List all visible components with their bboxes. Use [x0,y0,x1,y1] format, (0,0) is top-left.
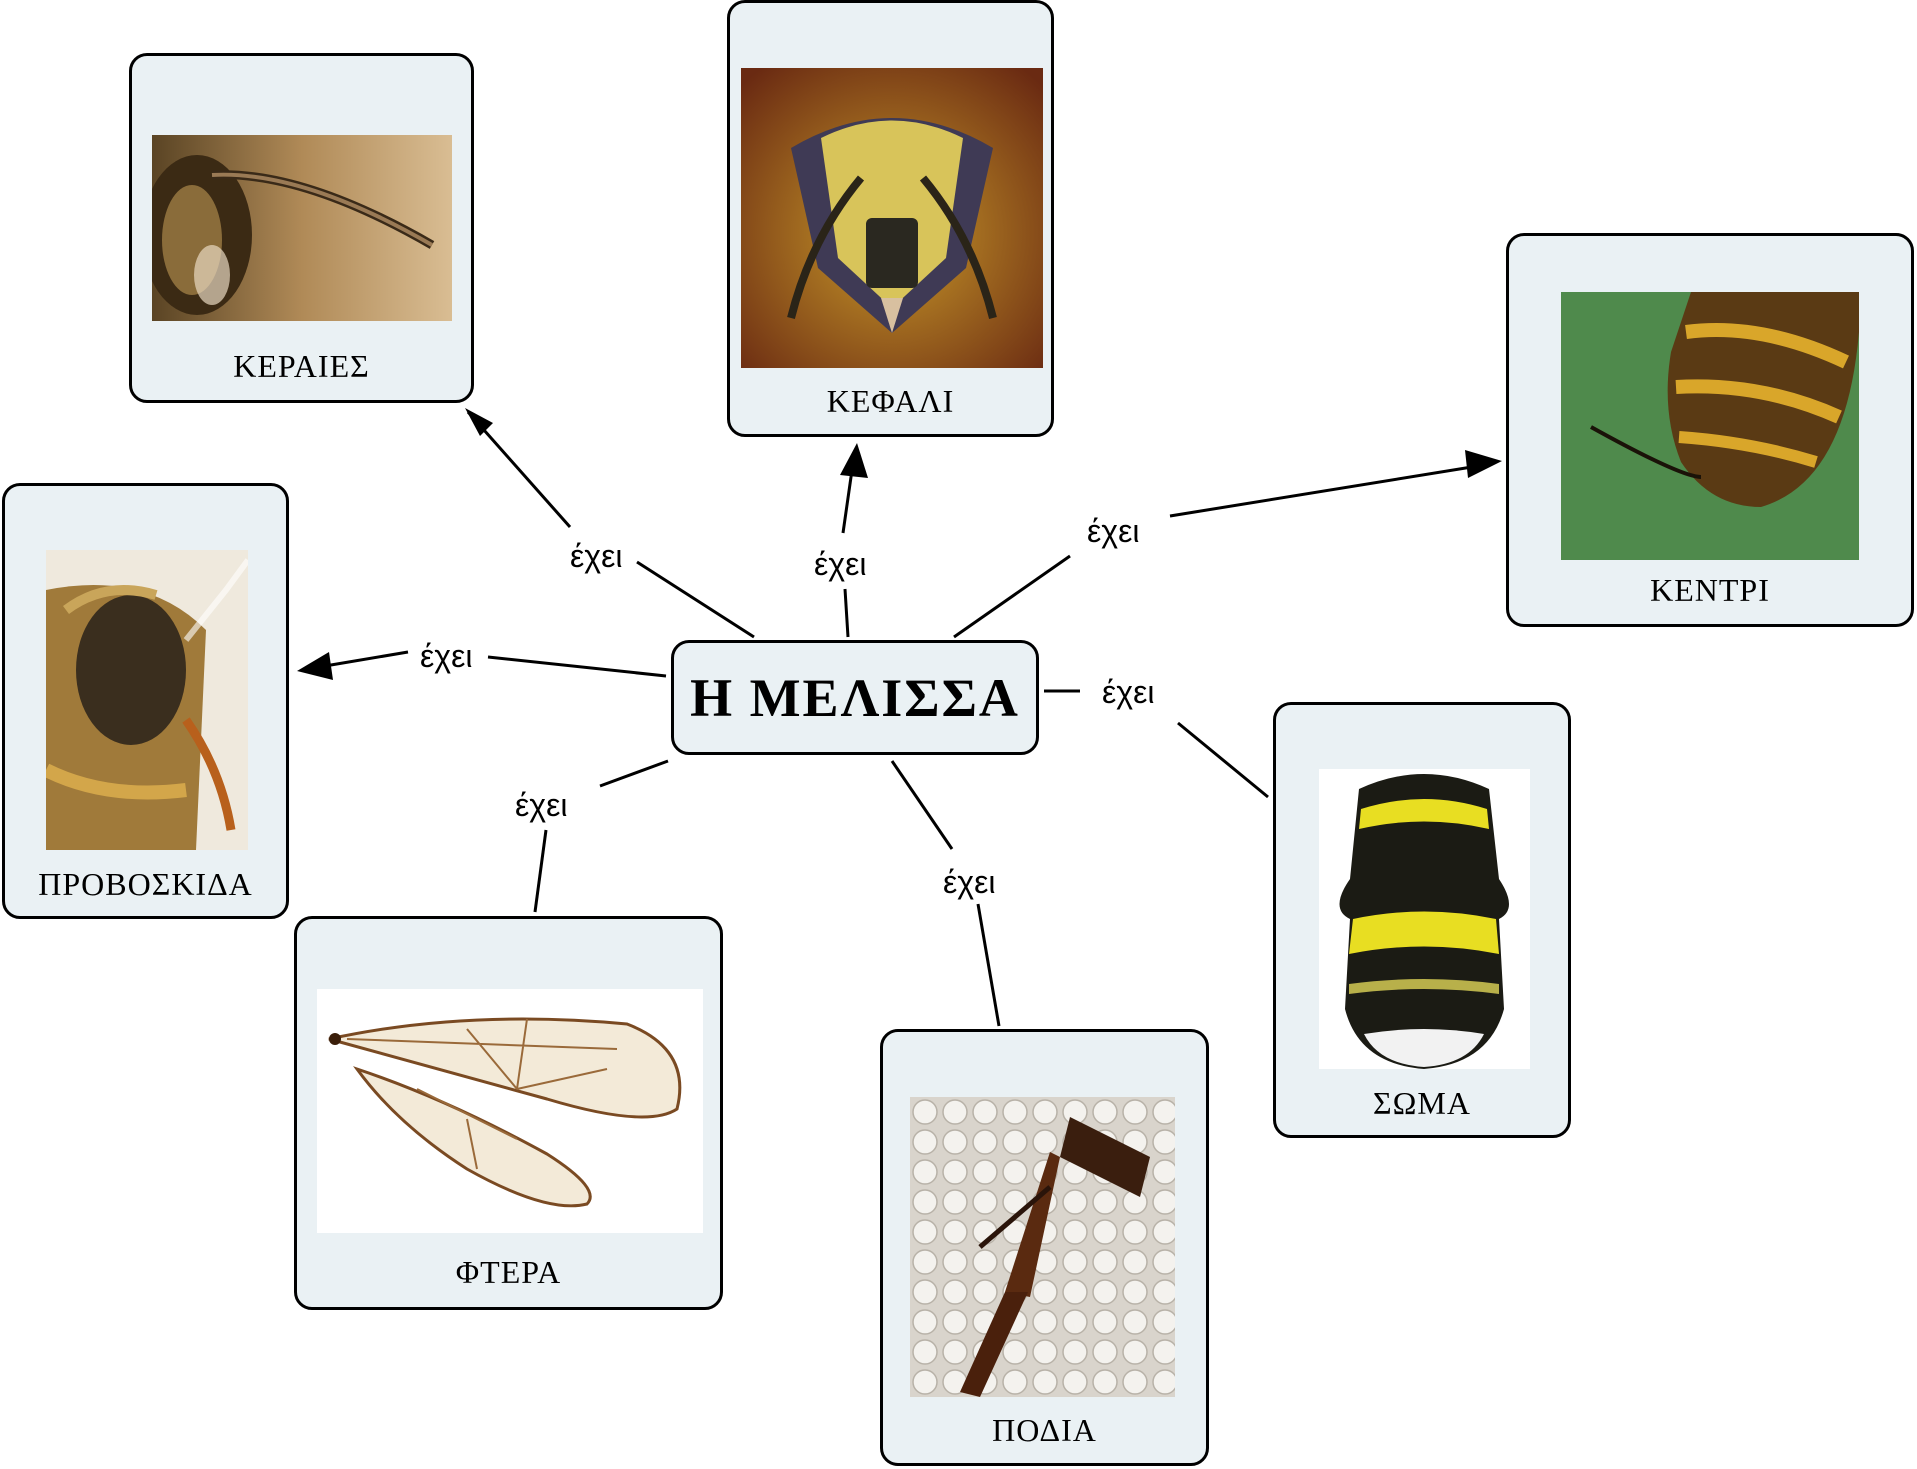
link-label-kentri: έχει [1085,513,1142,549]
edge-podia-b [976,903,1001,1027]
edge-ftera-b [533,829,548,913]
node-podia[interactable]: ΠΟΔΙΑ [880,1029,1209,1466]
edge-podia-a [890,760,954,850]
link-label-podia: έχει [941,864,998,900]
node-kentri[interactable]: ΚΕΝΤΡΙ [1506,233,1914,627]
link-label-proboskida: έχει [418,638,475,674]
link-label-keraies: έχει [568,538,625,574]
arrowhead-kefali [840,443,868,478]
link-label-soma: έχει [1100,674,1157,710]
arrowhead-kentri [1465,450,1502,478]
center-node-label: Η ΜΕΛΙΣΣΑ [690,667,1020,728]
node-soma[interactable]: ΣΩΜΑ [1273,702,1571,1138]
edge-kentri-a [953,554,1071,639]
node-proboskida-label: ΠΡΟΒΟΣΚΙΔΑ [38,866,253,902]
node-keraies[interactable]: ΚΕΡΑΙΕΣ [129,53,474,403]
edge-keraies-a [636,560,755,639]
proboscis-image [46,550,248,850]
head-image [741,68,1043,368]
node-kentri-label: ΚΕΝΤΡΙ [1650,572,1770,608]
antenna-image [152,135,452,321]
wings-image [317,989,703,1233]
node-keraies-label: ΚΕΡΑΙΕΣ [233,348,370,384]
leg-image [910,1097,1175,1397]
edge-kefali-b [841,469,854,534]
edge-kentri-b [1169,464,1479,518]
node-ftera-label: ΦΤΕΡΑ [455,1254,562,1290]
arrowhead-keraies [465,408,493,436]
link-label-ftera: έχει [513,787,570,823]
node-kefali[interactable]: ΚΕΦΑΛΙ [727,0,1054,437]
body-image [1319,769,1530,1069]
edge-ftera-a [599,759,669,788]
node-ftera[interactable]: ΦΤΕΡΑ [294,916,723,1310]
stinger-image [1561,292,1859,560]
link-label-kefali: έχει [812,546,869,582]
center-node[interactable]: Η ΜΕΛΙΣΣΑ [671,640,1039,755]
edge-kefali-a [843,588,850,638]
node-podia-label: ΠΟΔΙΑ [992,1412,1097,1448]
node-proboskida[interactable]: ΠΡΟΒΟΣΚΙΔΑ [2,483,289,919]
node-soma-label: ΣΩΜΑ [1373,1085,1471,1121]
node-kefali-label: ΚΕΦΑΛΙ [826,383,955,419]
arrowhead-proboskida [297,652,333,680]
edge-keraies-b [466,411,572,528]
edge-proboskida-a [487,655,667,678]
edge-soma-b [1177,721,1269,799]
edge-proboskida-b [324,650,409,668]
